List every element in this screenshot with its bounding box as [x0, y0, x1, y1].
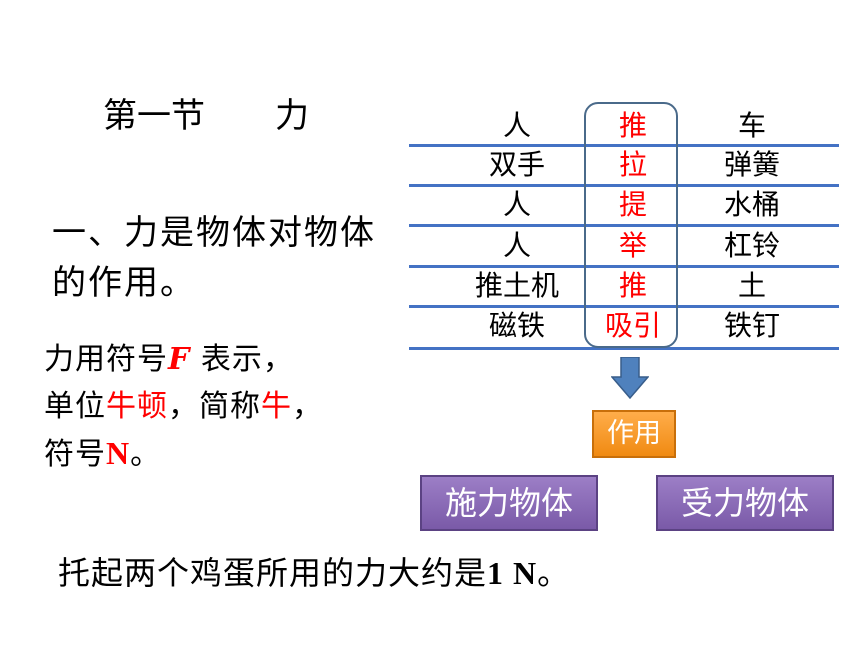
verb-highlight-box — [584, 102, 678, 348]
object-cell: 车 — [737, 109, 766, 142]
verb-cell: 推 — [618, 269, 647, 302]
table-line — [409, 347, 839, 350]
subject-cell: 人 — [502, 188, 531, 221]
symbol-F: F — [168, 342, 191, 377]
object-cell: 水桶 — [723, 188, 780, 221]
table-line — [409, 305, 839, 308]
symbol-line-2: 单位牛顿，简称牛， — [44, 389, 323, 424]
object-cell: 铁钉 — [723, 309, 780, 342]
symbol-text: 力用符号F 表示， 单位牛顿，简称牛， 符号N。 — [44, 336, 323, 478]
receiving-object-label: 受力物体 — [656, 475, 834, 531]
table-line — [409, 184, 839, 187]
object-cell: 土 — [737, 269, 766, 302]
table-line — [409, 224, 839, 227]
subject-cell: 双手 — [488, 148, 545, 181]
definition-text: 一、力是物体对物体 的作用。 — [52, 208, 376, 308]
verb-cell: 举 — [618, 229, 647, 262]
action-label: 作用 — [592, 410, 676, 458]
subject-cell: 推土机 — [474, 269, 559, 302]
symbol-line-1: 力用符号F 表示， — [44, 342, 294, 377]
exerting-object-label: 施力物体 — [420, 475, 598, 531]
arrow-down-icon — [611, 357, 649, 399]
egg-force-value: 1 N — [487, 555, 538, 591]
object-cell: 杠铃 — [723, 229, 780, 262]
definition-line-2: 的作用。 — [52, 263, 196, 303]
title-section: 第一节 — [103, 96, 205, 136]
verb-cell: 吸引 — [604, 309, 661, 342]
symbol-line-3: 符号N。 — [44, 435, 162, 472]
verb-cell: 拉 — [618, 148, 647, 181]
verb-cell: 提 — [618, 188, 647, 221]
unit-symbol: N — [106, 435, 131, 471]
object-cell: 弹簧 — [723, 148, 780, 181]
title-topic: 力 — [275, 96, 309, 136]
page-title: 第一节 力 — [103, 88, 309, 137]
table-line — [409, 265, 839, 268]
subject-cell: 磁铁 — [488, 309, 545, 342]
unit-short: 牛 — [261, 389, 292, 424]
egg-note: 托起两个鸡蛋所用的力大约是1 N。 — [58, 554, 571, 592]
verb-cell: 推 — [618, 109, 647, 142]
unit-name: 牛顿 — [106, 389, 168, 424]
subject-cell: 人 — [502, 109, 531, 142]
definition-line-1: 一、力是物体对物体 — [52, 213, 376, 253]
table-line — [409, 144, 839, 147]
subject-cell: 人 — [502, 229, 531, 262]
